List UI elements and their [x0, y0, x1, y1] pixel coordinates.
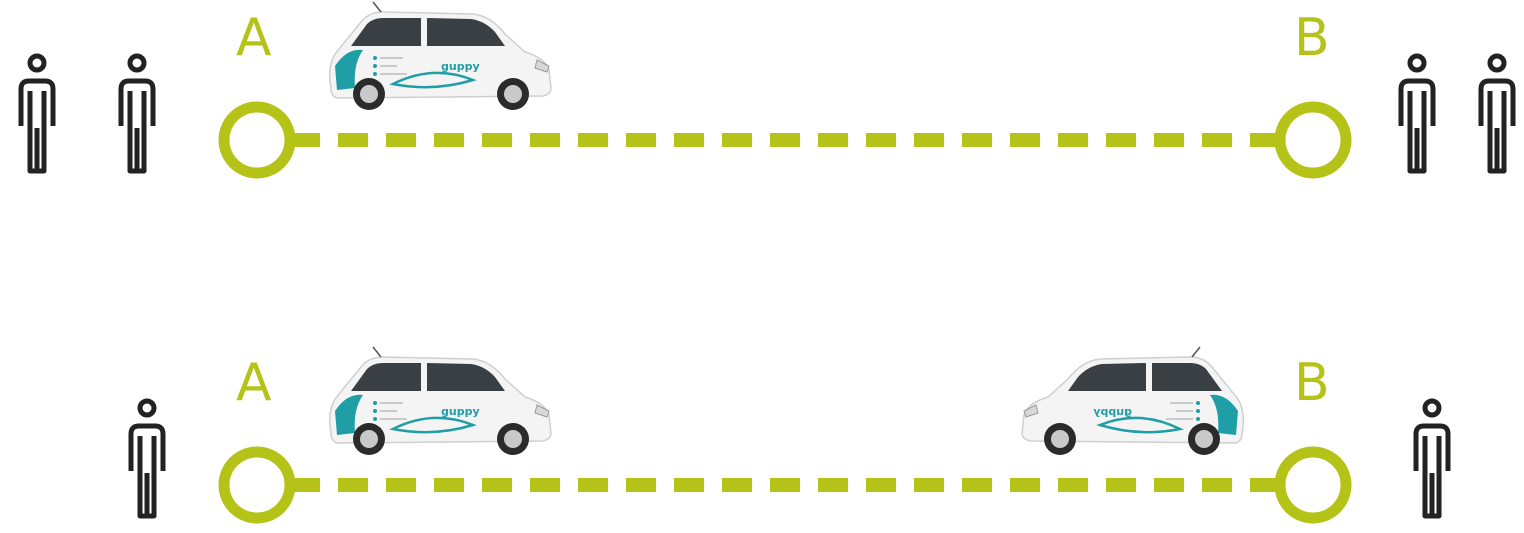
start-node-a — [224, 452, 290, 518]
node-label-b: B — [1294, 8, 1330, 68]
person-icon — [1401, 56, 1433, 171]
end-node-b — [1280, 452, 1346, 518]
person-icon — [131, 401, 163, 516]
person-icon — [21, 56, 53, 171]
car-icon — [1022, 347, 1243, 455]
start-node-a — [224, 107, 290, 173]
person-icon — [121, 56, 153, 171]
car-icon — [330, 2, 551, 110]
car-icon — [330, 347, 551, 455]
node-label-b: B — [1294, 353, 1330, 413]
person-icon — [1416, 401, 1448, 516]
end-node-b — [1280, 107, 1346, 173]
person-icon — [1481, 56, 1513, 171]
node-label-a: A — [236, 8, 272, 68]
node-label-a: A — [236, 353, 272, 413]
